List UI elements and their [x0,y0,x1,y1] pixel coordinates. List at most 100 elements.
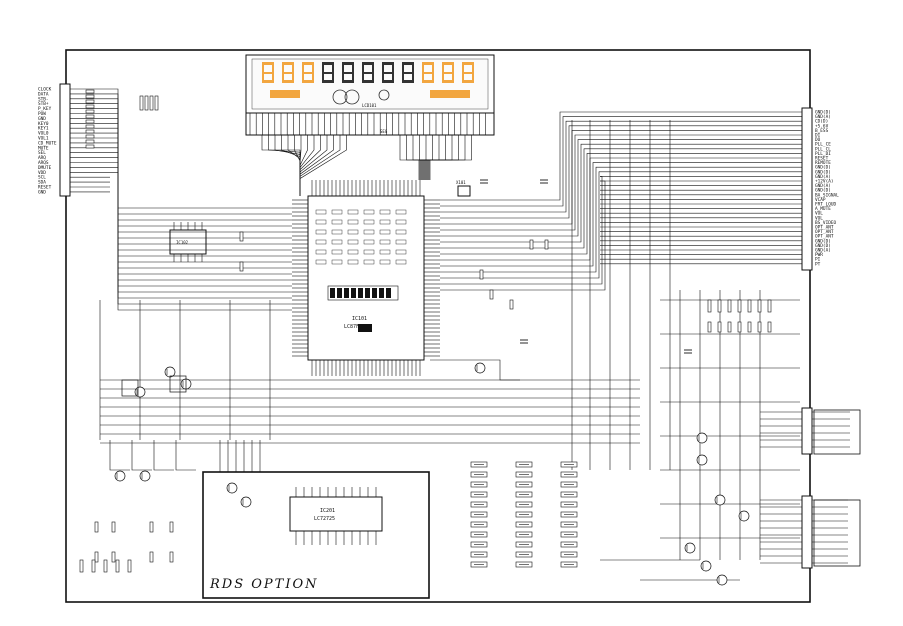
transistor [164,366,176,378]
lcd-segment [462,72,474,74]
mcu-label-block [331,229,343,235]
mcu-label-block [315,259,327,265]
resistor [717,321,722,333]
lcd-segment [472,62,474,82]
mcu-label-block [315,209,327,215]
lcd-segment [422,80,434,83]
lcd-segment [302,62,314,65]
left-pin-label: GND [38,189,46,195]
lcd-segment [402,62,404,82]
lcd-segment [270,90,300,98]
resistor [149,551,154,563]
mcu-label-block [395,249,407,255]
resistor [707,321,712,333]
mcu-label-block [379,239,391,245]
right-pin-label: PLL_DI [815,151,831,157]
mcu-pad [365,288,370,298]
lcd-segment [302,72,314,74]
main-mcu: IC101 LC87F5N64 [292,180,440,376]
resistor [91,559,96,573]
mcu-label-block [395,219,407,225]
resistor [544,239,549,250]
lcd-segment [442,80,454,83]
left-pin-label: STB+ [38,101,49,107]
mcu-pad [386,288,391,298]
display-pin-label: SEG [380,129,388,134]
resistor [85,94,95,99]
lcd-segment [430,90,470,98]
mcu-pad [372,288,377,298]
lcd-segment [362,80,374,83]
rds-ic-part: LC72725 [314,516,335,522]
main-ic-label: IC101 [352,316,367,322]
transistor [684,542,696,554]
right-pin-label: +12V(A) [815,179,834,185]
mcu-label-block [379,249,391,255]
lcd-segment [342,62,354,65]
right-pin-label: GND(D) [815,110,831,116]
right-pin-label: GND(A) [815,183,831,189]
resistor [85,109,95,114]
left-pin-label: SDA [38,180,46,186]
resistor [239,231,244,242]
mcu-label-block [331,249,343,255]
resistor [707,299,712,313]
main-ic-part: LC87F5N64 [344,324,371,330]
mcu-label-block [395,209,407,215]
left-pin-label: RESET [38,185,52,191]
resistor [737,321,742,333]
resistor [529,239,534,250]
mcu-label-block [347,249,359,255]
lcd-segment [262,80,274,83]
right-pin-label: PLL_CL [815,146,831,152]
resistor [144,95,149,111]
right-pin-label: OPT_ANT [815,225,834,231]
resistor [154,95,159,111]
resistor [111,551,116,563]
lcd-segment [402,80,414,83]
left-pin-label: MUTE [38,145,49,151]
resistor [747,321,752,333]
transistor [134,386,146,398]
resistor [489,289,494,300]
lcd-segment [272,62,274,82]
resistor [85,134,95,139]
right-connector: GND(D)GND(A)CD(D)+5.6VB_ESSDIDOPLL_CEPLL… [600,107,839,271]
resistor [85,124,95,129]
resistor [85,144,95,149]
transistor [139,470,151,482]
rotary-switch [121,379,139,397]
lcd-segment [322,72,334,74]
lcd-segment [302,80,314,83]
mcu-label-block [363,209,375,215]
lcd-segment [362,72,374,74]
mcu-label-block [331,219,343,225]
right-pin-label: PT [815,261,821,267]
resistor [737,299,742,313]
lcd-segment [282,72,294,74]
transistor [696,432,708,444]
resistor [79,559,84,573]
lcd-segment [402,72,414,74]
mcu-label-block [347,259,359,265]
left-pin-label: VOL0 [38,131,49,137]
lcd-segment [262,72,274,74]
right-pin-label: GND(D) [815,188,831,194]
mcu-label-block [379,259,391,265]
right-pin-label: A_MUTE [815,206,831,212]
lcd-segment [442,62,454,65]
left-pin-label: POW [38,111,46,117]
transistor [114,470,126,482]
lcd-segment [392,62,394,82]
transistor [474,362,486,374]
resistor [747,299,752,313]
lcd-segment [412,62,414,82]
resistor [127,559,132,573]
resistor [169,551,174,563]
right-pin-label: GND(D) [815,238,831,244]
resistor [103,559,108,573]
transistor [240,496,252,508]
osc-label: X101 [456,180,466,185]
right-pin-label: OPT_ANT [815,229,834,235]
lcd-segment [292,62,294,82]
